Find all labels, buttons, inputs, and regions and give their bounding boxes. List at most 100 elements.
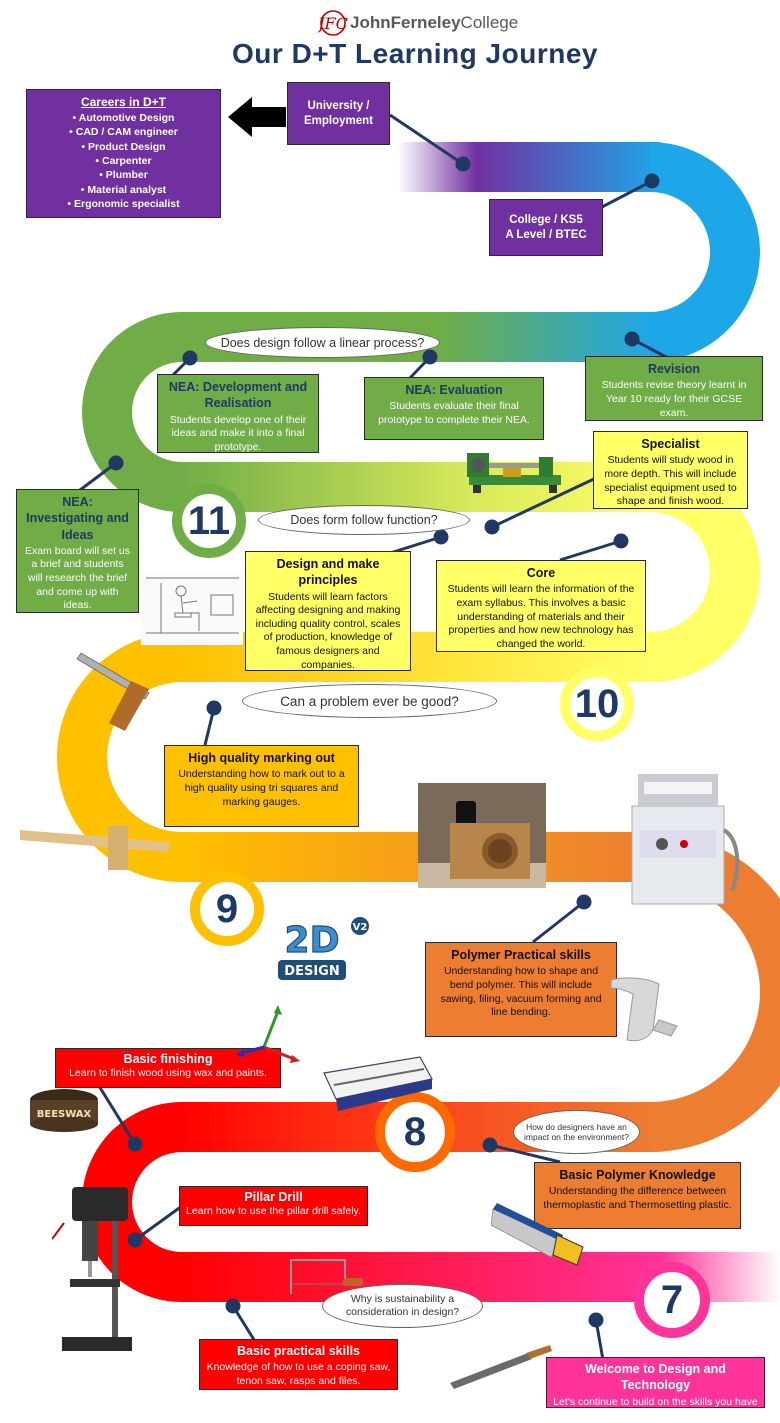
try-square-image (75, 651, 155, 733)
design-make-box: Design and make principles Students will… (245, 551, 411, 671)
logo-monogram: JFC (315, 8, 348, 38)
career-item-label: Material analyst (87, 183, 167, 196)
career-item: • Product Design (33, 140, 214, 154)
page-title: Our D+T Learning Journey (232, 38, 598, 69)
nea-evaluation-title: NEA: Evaluation (405, 383, 503, 397)
careers-list: • Automotive Design• CAD / CAM engineer•… (33, 111, 214, 212)
question-problem-good: Can a problem ever be good? (242, 684, 497, 718)
marking-out-text: Understanding how to mark out to a high … (178, 768, 345, 808)
career-item: • Ergonomic specialist (33, 197, 214, 211)
nea-investigating-text: Exam board will set us a brief and stude… (24, 544, 131, 612)
axes-icon (230, 1003, 302, 1067)
question-linear-process: Does design follow a linear process? (205, 327, 440, 358)
revision-title: Revision (647, 362, 701, 376)
vacuum-former-image (622, 770, 744, 912)
college-name-light: College (460, 13, 519, 32)
career-item-label: Plumber (105, 169, 148, 182)
bullet-icon: • (80, 183, 88, 196)
ergonomics-drawing (141, 573, 243, 645)
welcome-box: Welcome to Design and Technology Let's c… (546, 1357, 765, 1421)
basic-finishing-title: Basic finishing (123, 1052, 213, 1066)
university-box: University / Employment (287, 82, 390, 145)
marking-out-title: High quality marking out (188, 751, 335, 765)
2d-logo-sub: DESIGN (284, 964, 339, 979)
basic-finishing-text: Learn to finish wood using wax and paint… (69, 1067, 267, 1080)
polymer-knowledge-text: Understanding the difference between the… (543, 1185, 732, 1211)
beeswax-label: BEESWAX (37, 1109, 92, 1120)
careers-box: Careers in D+T • Automotive Design• CAD … (26, 89, 221, 218)
question-environment: How do designers have an impact on the e… (513, 1110, 640, 1154)
basic-practical-box: Basic practical skills Knowledge of how … (199, 1339, 398, 1390)
svg-text:JFC: JFC (318, 14, 348, 33)
2d-logo-version: V2 (353, 922, 368, 933)
question-sustainability: Why is sustainability a consideration in… (322, 1284, 483, 1328)
design-make-text: Students will learn factors affecting de… (255, 590, 401, 671)
year-8-badge: 8 (375, 1092, 455, 1172)
nea-evaluation-box: NEA: Evaluation Students evaluate their … (364, 377, 544, 440)
marking-out-box: High quality marking out Understanding h… (164, 745, 359, 827)
question-form-function: Does form follow function? (258, 505, 470, 535)
polymer-skills-text: Understanding how to shape and bend poly… (440, 965, 602, 1019)
nea-development-text: Students develop one of their ideas and … (169, 413, 307, 453)
tenon-saw-image (490, 1201, 588, 1266)
nea-development-title: NEA: Development and Realisation (168, 380, 308, 411)
career-item-label: Automotive Design (78, 111, 175, 124)
career-item: • Automotive Design (33, 111, 214, 125)
career-item-label: CAD / CAM engineer (75, 126, 178, 139)
career-item-label: Carpenter (101, 155, 152, 167)
bullet-icon: • (67, 198, 74, 211)
core-box: Core Students will learn the information… (436, 560, 646, 652)
college-ks5-box: College / KS5 A Level / BTEC (489, 199, 603, 256)
speaker-dock-image (418, 783, 546, 888)
college-name-bold: JohnFerneley (350, 13, 461, 32)
core-title: Core (526, 566, 556, 580)
careers-title: Careers in D+T (80, 95, 167, 109)
year-10-badge: 10 (560, 667, 634, 741)
college-name: JohnFerneleyCollege (350, 13, 518, 33)
career-item: • Plumber (33, 168, 214, 182)
revision-text: Students revise theory learnt in Year 10… (601, 379, 747, 419)
beeswax-tin-image: BEESWAX (28, 1086, 100, 1132)
lathe-image (463, 441, 567, 495)
career-item-label: Product Design (88, 140, 166, 153)
revision-box: Revision Students revise theory learnt i… (585, 356, 763, 421)
bullet-icon: • (69, 126, 76, 139)
basic-practical-title: Basic practical skills (237, 1344, 360, 1358)
nea-investigating-title: NEA: Investigating and Ideas (26, 495, 129, 542)
design-make-title: Design and make principles (276, 557, 380, 588)
specialist-box: Specialist Students will study wood in m… (593, 431, 748, 509)
career-item: • Carpenter (33, 154, 214, 168)
core-text: Students will learn the information of t… (447, 583, 635, 650)
pillar-drill-image (51, 1183, 140, 1353)
alevel-btec-label: A Level / BTEC (505, 228, 587, 241)
welcome-text: Let's continue to build on the skills yo… (553, 1395, 758, 1422)
nea-evaluation-text: Students evaluate their final prototype … (378, 400, 530, 426)
coping-saw-image (285, 1254, 365, 1298)
file-rasp-image (448, 1343, 552, 1391)
career-item-label: Ergonomic specialist (73, 198, 180, 211)
specialist-title: Specialist (641, 437, 700, 451)
polymer-knowledge-title: Basic Polymer Knowledge (559, 1168, 716, 1182)
career-item: • CAD / CAM engineer (33, 125, 214, 139)
pillar-drill-text: Learn how to use the pillar drill safely… (186, 1205, 361, 1218)
university-label: University / Employment (303, 99, 373, 127)
welcome-title: Welcome to Design and Technology (585, 1362, 726, 1393)
pillar-drill-title: Pillar Drill (244, 1190, 303, 1204)
basic-practical-text: Knowledge of how to use a coping saw, te… (206, 1361, 391, 1387)
nea-investigating-box: NEA: Investigating and Ideas Exam board … (16, 489, 139, 613)
bullet-icon: • (95, 155, 102, 167)
bullet-icon: • (81, 140, 88, 153)
year-9-badge: 9 (190, 872, 264, 946)
bullet-icon: • (72, 111, 79, 124)
polymer-skills-title: Polymer Practical skills (451, 948, 591, 962)
2d-design-logo: 2D V2 DESIGN (276, 916, 371, 984)
bullet-icon: • (99, 169, 106, 182)
year-11-badge: 11 (172, 484, 246, 558)
college-logo: JFC JohnFerneleyCollege (315, 8, 538, 38)
nea-development-box: NEA: Development and Realisation Student… (157, 374, 319, 453)
year-7-badge: 7 (634, 1262, 710, 1338)
college-ks5-label: College / KS5 (509, 213, 583, 226)
marking-gauge-image (20, 820, 170, 872)
specialist-text: Students will study wood in more depth. … (604, 454, 737, 508)
career-item: • Material analyst (33, 183, 214, 197)
